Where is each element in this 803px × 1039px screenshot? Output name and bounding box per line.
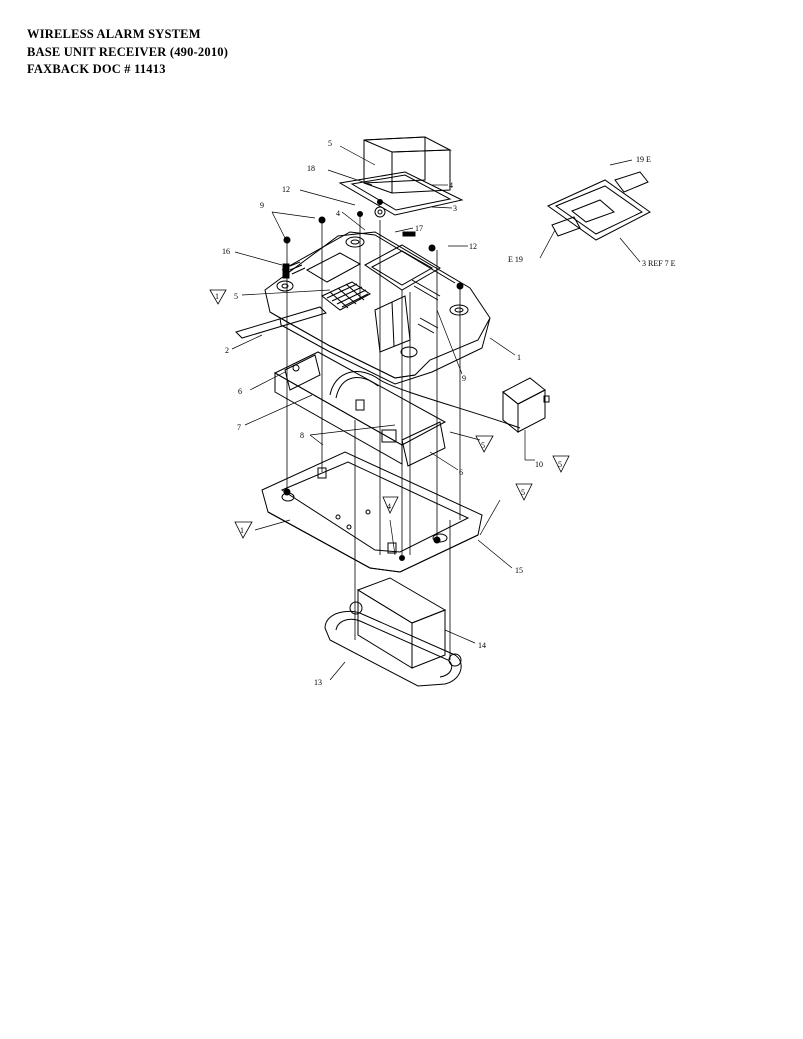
callout-14: 14 bbox=[478, 641, 486, 650]
callout-7: 7 bbox=[237, 423, 241, 432]
callout-19-left: E 19 bbox=[508, 255, 523, 264]
callout-9-left: 9 bbox=[260, 201, 264, 210]
callout-1-triangle-left: 1 bbox=[215, 292, 219, 301]
callout-13: 13 bbox=[314, 678, 322, 687]
callout-9-right: 9 bbox=[462, 374, 466, 383]
callout-leaders bbox=[231, 145, 641, 681]
callout-12-right: 12 bbox=[469, 242, 477, 251]
callout-2: 2 bbox=[225, 346, 229, 355]
callout-17: 17 bbox=[415, 224, 423, 233]
power-cable bbox=[329, 371, 521, 429]
callout-8: 8 bbox=[300, 431, 304, 440]
callout-16: 16 bbox=[222, 247, 230, 256]
callout-triangles bbox=[209, 289, 570, 539]
inset-detail bbox=[547, 171, 651, 241]
header-title-line: WIRELESS ALARM SYSTEM bbox=[27, 27, 201, 41]
callout-6-right: 6 bbox=[459, 468, 463, 477]
callout-15: 15 bbox=[515, 566, 523, 575]
cover-box-part bbox=[363, 136, 452, 194]
screw-markers bbox=[282, 199, 464, 561]
callout-4-top: 4 bbox=[449, 181, 453, 190]
header-model-line: BASE UNIT RECEIVER (490-2010) bbox=[27, 44, 229, 59]
callout-4-triangle: 4 bbox=[387, 502, 391, 511]
callout-12-left: 12 bbox=[282, 185, 290, 194]
assembly-guide-lines bbox=[286, 214, 461, 660]
callout-4-mid: 4 bbox=[336, 209, 340, 218]
callout-18: 18 bbox=[307, 164, 315, 173]
callout-10: 10 bbox=[535, 460, 543, 469]
cover-plate-part bbox=[338, 171, 464, 218]
battery-box-part bbox=[356, 577, 447, 669]
callout-19-top: 19 E bbox=[636, 155, 651, 164]
callout-1-triangle-bottom: 1 bbox=[240, 526, 244, 535]
base-tray-part bbox=[261, 451, 483, 573]
callout-5-triangle: 5 bbox=[234, 292, 238, 301]
callout-6-left: 6 bbox=[238, 387, 242, 396]
callout-1: 1 bbox=[517, 353, 521, 362]
callout-3-ref: 3 REF 7 E bbox=[642, 259, 676, 268]
power-adapter-part bbox=[502, 377, 550, 434]
battery-holder-part bbox=[324, 601, 462, 687]
callout-5-top: 5 bbox=[328, 139, 332, 148]
circuit-board-part bbox=[273, 351, 447, 467]
callout-5-triangle-right: 5 bbox=[521, 488, 525, 497]
strip-part bbox=[235, 306, 327, 339]
header-doc-number: FAXBACK DOC # 11413 bbox=[27, 62, 166, 76]
callout-5-triangle-mid: 5 bbox=[481, 441, 485, 450]
document-header: WIRELESS ALARM SYSTEM BASE UNIT RECEIVER… bbox=[27, 26, 228, 79]
callout-3-top: 3 bbox=[453, 204, 457, 213]
callout-5-triangle-10: 5 bbox=[558, 460, 562, 469]
